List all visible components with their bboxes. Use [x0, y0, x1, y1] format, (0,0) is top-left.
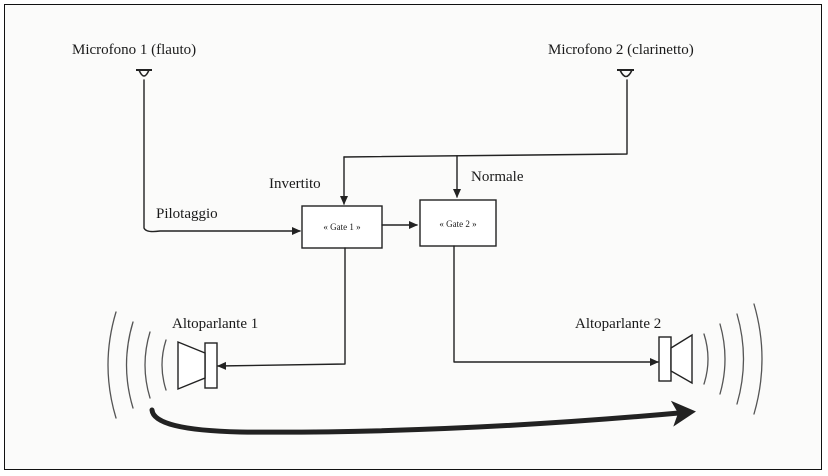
- microphone-2-label: Microfono 2 (clarinetto): [548, 42, 694, 58]
- microphone-2-icon: [617, 69, 634, 78]
- control-wire: [143, 79, 301, 235]
- speaker-2-icon: [658, 333, 693, 385]
- gate-2-output-wire: [453, 245, 659, 366]
- gate-1-box: « Gate 1 »: [301, 205, 383, 249]
- diagram-frame: [4, 4, 822, 470]
- microphone-1-icon: [136, 69, 152, 77]
- speaker-2-label: Altoparlante 2: [575, 316, 661, 332]
- speaker-1-icon: [177, 340, 218, 391]
- gate-1-output-wire: [217, 247, 346, 370]
- sound-motion-arrow: [149, 400, 696, 435]
- inverted-label: Invertito: [269, 176, 321, 192]
- speaker-2-sound-waves: [703, 303, 763, 415]
- gate-1-label: « Gate 1 »: [323, 222, 360, 232]
- mic-2-bus-wire: [343, 79, 628, 158]
- speaker-1-label: Altoparlante 1: [172, 316, 258, 332]
- control-signal-label: Pilotaggio: [156, 206, 218, 222]
- gate-2-box: « Gate 2 »: [419, 199, 497, 247]
- microphone-1-label: Microfono 1 (flauto): [72, 42, 196, 58]
- speaker-1-sound-waves: [107, 311, 167, 419]
- gate-2-label: « Gate 2 »: [439, 219, 476, 229]
- normal-label: Normale: [471, 169, 524, 185]
